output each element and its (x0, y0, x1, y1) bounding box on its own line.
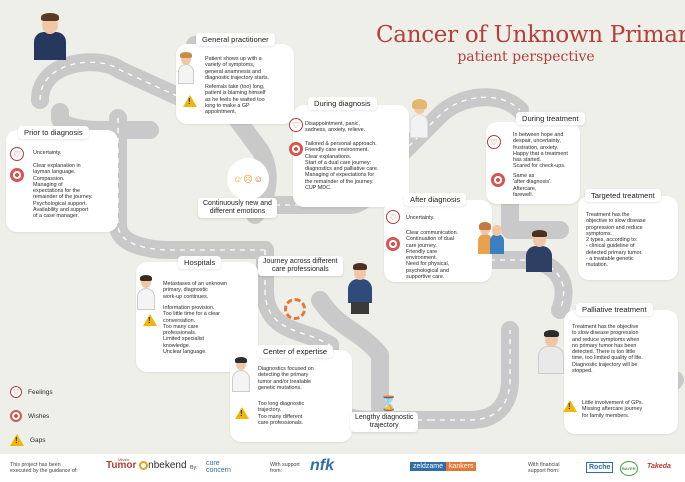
page-subtitle: patient perspective (457, 49, 595, 65)
footer: This project has been executed by the gu… (0, 454, 685, 482)
logo-missie-tumor-onbekend: Missie Tumor nbekend (106, 457, 187, 471)
warning-icon (10, 434, 24, 446)
target-icon (289, 142, 303, 156)
road-label-emotions: Continuously new and different emotions (198, 198, 277, 218)
footer-financial-text: With financial support from: (528, 462, 560, 474)
card-palliative-treatment (564, 310, 678, 434)
target-icon (10, 410, 22, 422)
man-hand-on-chest-illustration (536, 328, 566, 374)
logo-nfk: nfk (310, 457, 334, 474)
stage-title-prior: Prior to diagnosis (18, 126, 89, 139)
warning-icon (183, 95, 197, 107)
road-label-lengthy: Lengthy diagnostic trajectory (350, 412, 419, 432)
expertise-gaps: Too long diagnostic trajectory. Too many… (258, 401, 305, 426)
nurse-illustration (135, 274, 157, 310)
woman-illustration (408, 98, 430, 138)
targeted-description: Treatment has the objective to slow dise… (586, 212, 646, 269)
logo-roche: Roche (586, 462, 614, 473)
card-during-diagnosis (293, 105, 409, 207)
stage-title-gp: General practitioner (196, 33, 275, 46)
heart-icon: ♡ (10, 386, 22, 398)
prior-feelings: Uncertainty. (33, 150, 62, 156)
card-general-practitioner (176, 44, 294, 124)
after-diagnosis-wishes: Clear communication. Continuation of dua… (406, 230, 459, 281)
footer-project-text: This project has been executed by the gu… (10, 462, 78, 474)
target-icon (386, 237, 400, 251)
stage-title-during-treatment: During treatment (516, 112, 585, 125)
hospitals-gaps: Information provision. Too little time f… (163, 305, 220, 356)
expertise-description: Diagnostics focused on detecting the pri… (258, 366, 314, 391)
card-targeted-treatment (578, 196, 678, 280)
legend-gaps: Gaps (10, 434, 46, 446)
footer-by-text: By: (190, 465, 198, 471)
page-title: Cancer of Unknown Primary (376, 22, 685, 48)
palliative-description: Treatment has the objective to slow dise… (572, 324, 643, 375)
warning-icon (143, 314, 157, 326)
target-icon (10, 168, 24, 182)
target-icon (491, 173, 505, 187)
during-diagnosis-feelings: Disappointment, panic, sadness, anxiety,… (305, 121, 366, 134)
stage-title-palliative: Palliative treatment (576, 303, 653, 316)
card-after-diagnosis (384, 200, 492, 282)
logo-bayer: BAYER (620, 461, 638, 476)
during-treatment-feelings: In between hope and despair, uncertainty… (513, 132, 568, 170)
stage-title-expertise: Center of expertise (257, 345, 334, 358)
prior-wishes: Clear explanation in layman language. Co… (33, 163, 93, 220)
man-standing-illustration (345, 262, 375, 314)
warning-icon (235, 407, 249, 419)
warning-icon (563, 400, 577, 412)
emotion-faces-icon: ☺☹☺ (227, 158, 269, 200)
title-block: Cancer of Unknown Primary patient perspe… (376, 22, 685, 65)
footer-support-text: With support from: (270, 462, 300, 474)
couple-illustration (478, 220, 504, 254)
logo-takeda: Takeda (647, 463, 671, 470)
card-prior-to-diagnosis (6, 130, 118, 232)
stage-title-after-diagnosis: After diagnosis (404, 193, 467, 206)
gp-description: Patient shows up with a variety of sympt… (205, 56, 270, 81)
cycle-arrows-icon (284, 298, 306, 320)
stage-title-during-diagnosis: During diagnosis (308, 97, 377, 110)
doctor-stethoscope-illustration (230, 356, 252, 392)
heart-icon: ♡ (10, 147, 24, 161)
man-praying-illustration (524, 228, 554, 272)
palliative-gaps: Little involvement of GPs. Missing after… (582, 400, 644, 419)
legend-wishes: Wishes (10, 410, 49, 422)
heart-icon: ♡ (386, 210, 400, 224)
heart-icon: ♡ (487, 135, 501, 149)
hospitals-description: Metastases of an unknown primary, diagno… (163, 281, 228, 300)
logo-cure-concern: cure concern (206, 460, 231, 474)
stage-title-hospitals: Hospitals (178, 256, 222, 269)
gp-gaps: Referrals take (too) long, patient is bl… (205, 84, 266, 116)
legend-feelings: ♡ Feelings (10, 386, 53, 398)
during-diagnosis-wishes: Tailored & personal approach. Friendly c… (305, 141, 379, 192)
card-during-treatment (486, 122, 580, 204)
card-center-of-expertise (230, 350, 352, 442)
after-diagnosis-feelings: Uncertainty. (406, 215, 435, 221)
during-treatment-wishes: Same as 'after diagnosis'. Aftercare, fa… (513, 173, 552, 198)
road-label-journey: Journey across different care profession… (258, 256, 343, 276)
hourglass-icon: ⌛ (380, 395, 398, 411)
heart-icon: ♡ (289, 118, 303, 132)
patient-illustration-top (32, 8, 68, 60)
doctor-illustration (177, 52, 195, 84)
stage-title-targeted: Targeted treatment (585, 189, 661, 202)
